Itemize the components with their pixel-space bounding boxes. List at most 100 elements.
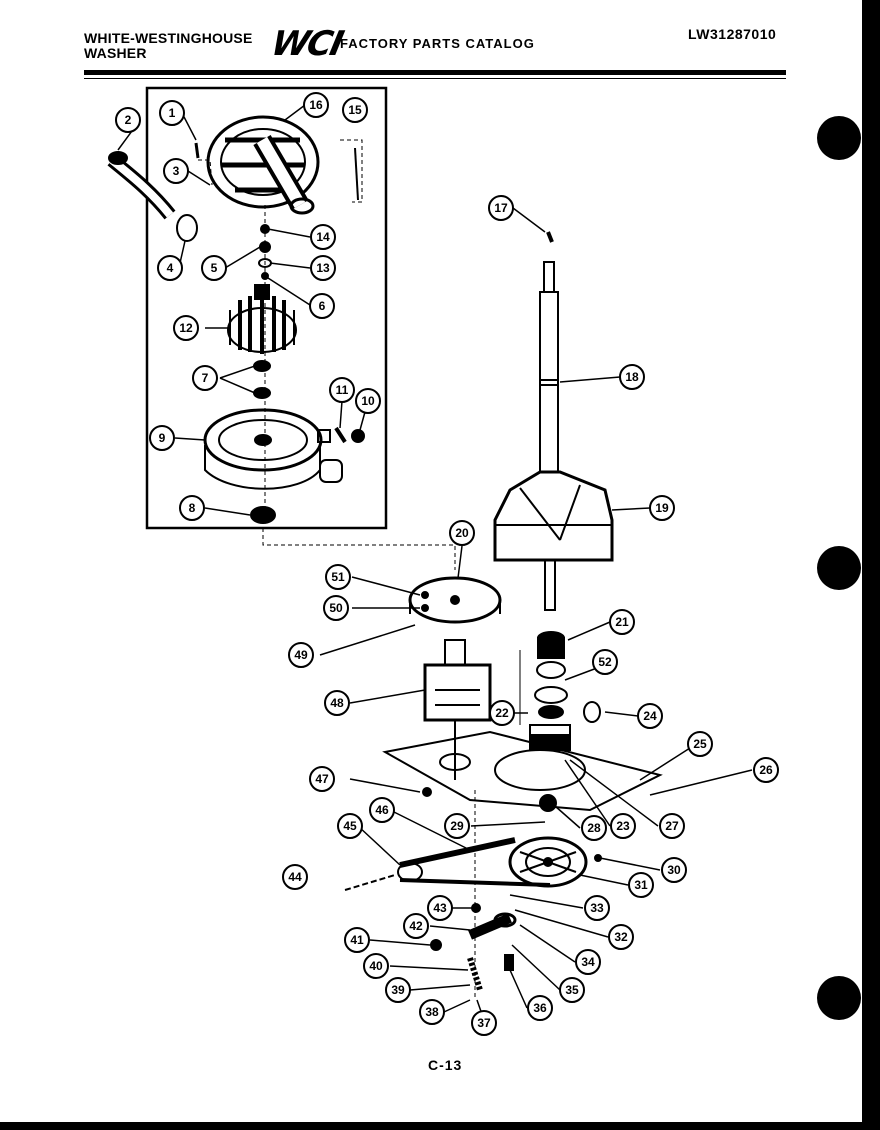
callout-circle [201,255,227,281]
callout-circle [489,700,515,726]
callout-36: 36 [527,995,553,1021]
callout-5: 5 [201,255,227,281]
callout-circle [488,195,514,221]
callout-number: 33 [590,901,604,915]
callout-14: 14 [310,224,336,250]
linkage-part [430,903,517,991]
callout-48: 48 [324,690,350,716]
callout-number: 41 [350,933,364,947]
callout-number: 44 [288,870,302,884]
callout-number: 19 [655,501,669,515]
callout-number: 27 [665,819,679,833]
callout-number: 34 [581,955,595,969]
callout-circle [592,649,618,675]
brand-line-1: WHITE-WESTINGHOUSE [84,30,253,46]
callout-number: 1 [169,106,176,120]
clip-part [334,426,347,444]
callout-circle [403,913,429,939]
callout-number: 21 [615,615,629,629]
callout-number: 22 [495,706,509,720]
brand-line-2: WASHER [84,45,147,61]
drain-hose-part [107,151,176,220]
callout-21: 21 [609,609,635,635]
callout-circle [575,949,601,975]
callout-circle [608,924,634,950]
callout-circle [471,1010,497,1036]
callout-22: 22 [489,700,515,726]
catalog-title: FACTORY PARTS CATALOG [340,36,535,51]
callout-40: 40 [363,953,389,979]
callout-number: 38 [425,1005,439,1019]
callout-32: 32 [608,924,634,950]
motor-part [423,639,492,780]
callout-33: 33 [584,895,610,921]
leader-lines [117,104,753,1021]
leader-dashed [340,139,363,203]
callout-44: 44 [282,864,308,890]
callout-number: 29 [450,819,464,833]
leader-dashed [262,528,456,570]
callout-number: 13 [316,261,330,275]
gear-plate-part [408,576,502,624]
callout-circle [419,999,445,1025]
callout-6: 6 [309,293,335,319]
callout-number: 26 [759,763,773,777]
callout-number: 42 [409,919,423,933]
callout-16: 16 [303,92,329,118]
callout-circle [309,293,335,319]
binder-hole-bottom [817,976,861,1020]
brand-name: WHITE-WESTINGHOUSE WASHER [84,31,252,61]
callout-number: 46 [375,803,389,817]
callout-number: 17 [494,201,508,215]
callout-circle [363,953,389,979]
callout-3: 3 [163,158,189,184]
callout-number: 16 [309,98,323,112]
callout-4: 4 [157,255,183,281]
callout-circle [355,388,381,414]
spring-part [583,701,601,723]
impeller-part [227,284,297,354]
callout-18: 18 [619,364,645,390]
callout-circle [344,927,370,953]
pump-housing-part [203,408,343,490]
callout-circle [649,495,675,521]
transmission-part [493,470,614,611]
header-rule-thin [84,78,786,79]
drive-pulley-part [508,836,588,888]
callout-circle [309,766,335,792]
callout-circle [310,224,336,250]
callout-number: 49 [294,648,308,662]
callout-1: 1 [159,100,185,126]
callout-number: 45 [343,819,357,833]
pump-pulley-part [250,506,276,524]
callout-number: 4 [167,261,174,275]
page-number: C-13 [428,1057,463,1073]
callout-number: 30 [667,863,681,877]
callout-number: 39 [391,983,405,997]
callout-number: 32 [614,930,628,944]
cover-screw-part [194,142,200,159]
callout-15: 15 [342,97,368,123]
callout-9: 9 [149,425,175,451]
callout-number: 12 [179,321,193,335]
callout-circle [527,995,553,1021]
callout-20: 20 [449,520,475,546]
callout-circle [444,813,470,839]
callout-2: 2 [115,107,141,133]
seal-part [253,360,271,372]
callout-13: 13 [310,255,336,281]
callout-number: 51 [331,570,345,584]
leader-dashed [344,874,396,891]
callout-circle [310,255,336,281]
callout-number: 10 [361,394,375,408]
callout-26: 26 [753,757,779,783]
callout-circle [173,315,199,341]
callout-47: 47 [309,766,335,792]
callout-number: 50 [329,601,343,615]
callout-circle [619,364,645,390]
header-rule-thick [84,70,786,75]
plug-part [351,429,365,443]
callout-12: 12 [173,315,199,341]
callout-41: 41 [344,927,370,953]
seal-part [253,387,271,399]
